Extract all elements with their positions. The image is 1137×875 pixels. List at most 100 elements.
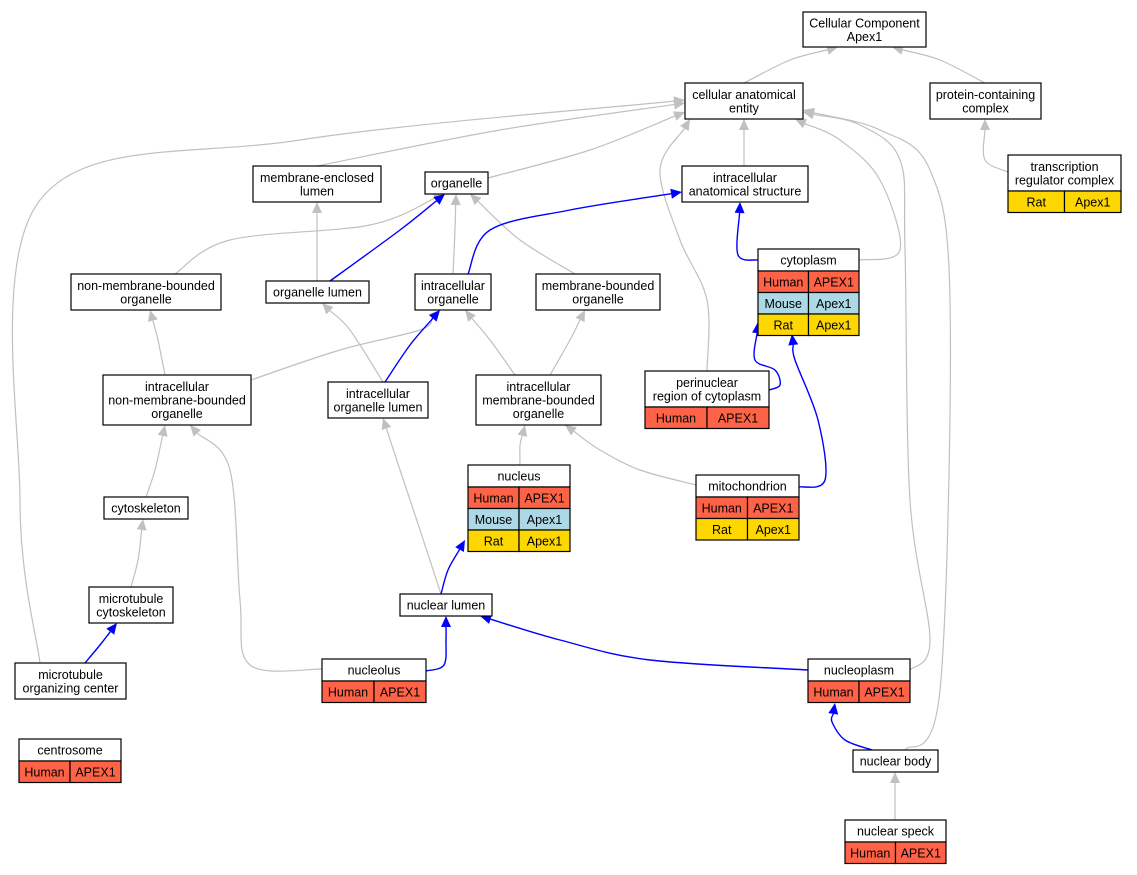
edge-arrowhead: [788, 334, 799, 346]
edge-line: [830, 713, 873, 751]
node-label: membrane-enclosed: [260, 171, 374, 185]
edge-line: [804, 123, 902, 261]
gene-symbol: APEX1: [718, 411, 758, 425]
edge-line: [519, 435, 523, 466]
gene-cell: [518, 529, 571, 553]
node-box: [929, 82, 1042, 120]
edge-arrowhead: [803, 107, 815, 118]
gene-cell: [746, 517, 800, 541]
edge-prc-to-cae: [659, 119, 710, 372]
edge-arrowhead: [455, 540, 465, 552]
species-label: Rat: [774, 318, 794, 332]
node-label: organelle: [572, 292, 623, 306]
edge-line: [467, 193, 672, 275]
node-box: [684, 82, 804, 120]
node-org[interactable]: organelle: [424, 171, 489, 195]
edge-line: [477, 201, 576, 275]
gene-cell: [807, 313, 860, 337]
edge-arrowhead: [450, 194, 461, 206]
node-box: [681, 165, 809, 203]
edge-imbo-to-mbo: [549, 310, 585, 376]
node-label: protein-containing: [936, 88, 1035, 102]
gene-symbol: APEX1: [380, 685, 420, 699]
node-orl[interactable]: organelle lumen: [265, 280, 370, 304]
node-label: microtubule: [38, 668, 103, 682]
species-label: Rat: [484, 534, 504, 548]
species-label: Human: [850, 846, 890, 860]
edge-mtoc-to-mtc: [84, 623, 117, 664]
node-box: [475, 374, 602, 426]
node-inmbo[interactable]: intracellularnon-membrane-boundedorganel…: [102, 374, 252, 426]
edge-mit-to-cyt: [788, 334, 827, 488]
node-csk[interactable]: cytoskeleton: [103, 496, 189, 520]
node-label: Cellular Component: [809, 16, 920, 30]
edge-arrowhead: [465, 310, 476, 322]
edge-imbo-to-io: [465, 310, 516, 376]
edge-line: [982, 129, 1009, 173]
edge-iol-to-orl: [322, 303, 384, 383]
gene-cell: [1063, 190, 1122, 214]
gene-cell: [69, 760, 122, 784]
edge-mtoc-to-cae: [11, 96, 685, 664]
edge-arrowhead: [517, 425, 528, 437]
edge-line: [384, 317, 434, 383]
node-label: cellular anatomical: [692, 88, 796, 102]
edge-arrowhead: [890, 772, 900, 783]
edge-trc-to-pcc: [980, 119, 1009, 173]
node-nbd[interactable]: nuclear body: [852, 749, 939, 773]
gene-cell: [894, 841, 947, 865]
edge-nmbo-to-org: [174, 193, 445, 275]
edge-line: [487, 115, 676, 179]
edge-mbo-to-org: [470, 194, 576, 275]
edge-arrowhead: [381, 418, 392, 430]
node-box: [103, 496, 189, 520]
edge-arrowhead: [670, 188, 682, 199]
node-label: membrane-bounded: [542, 279, 655, 293]
species-label: Mouse: [475, 513, 513, 527]
edge-line: [250, 317, 433, 381]
edge-line: [792, 344, 827, 488]
edge-line: [385, 428, 442, 595]
node-nul[interactable]: nuclear lumen: [399, 593, 493, 617]
node-label: complex: [962, 101, 1009, 115]
node-label: mitochondrion: [708, 480, 787, 494]
edge-npl-to-nul: [480, 614, 809, 671]
node-label: nuclear speck: [857, 825, 935, 839]
edge-ias-to-cae: [739, 119, 749, 166]
gene-symbol: Apex1: [527, 513, 562, 527]
edge-arrowhead: [734, 202, 745, 214]
node-label: anatomical structure: [689, 184, 802, 198]
edge-line: [440, 549, 461, 595]
gene-symbol: Apex1: [816, 297, 851, 311]
edge-arrowhead: [148, 310, 158, 322]
edge-nul-to-iol: [381, 418, 442, 595]
